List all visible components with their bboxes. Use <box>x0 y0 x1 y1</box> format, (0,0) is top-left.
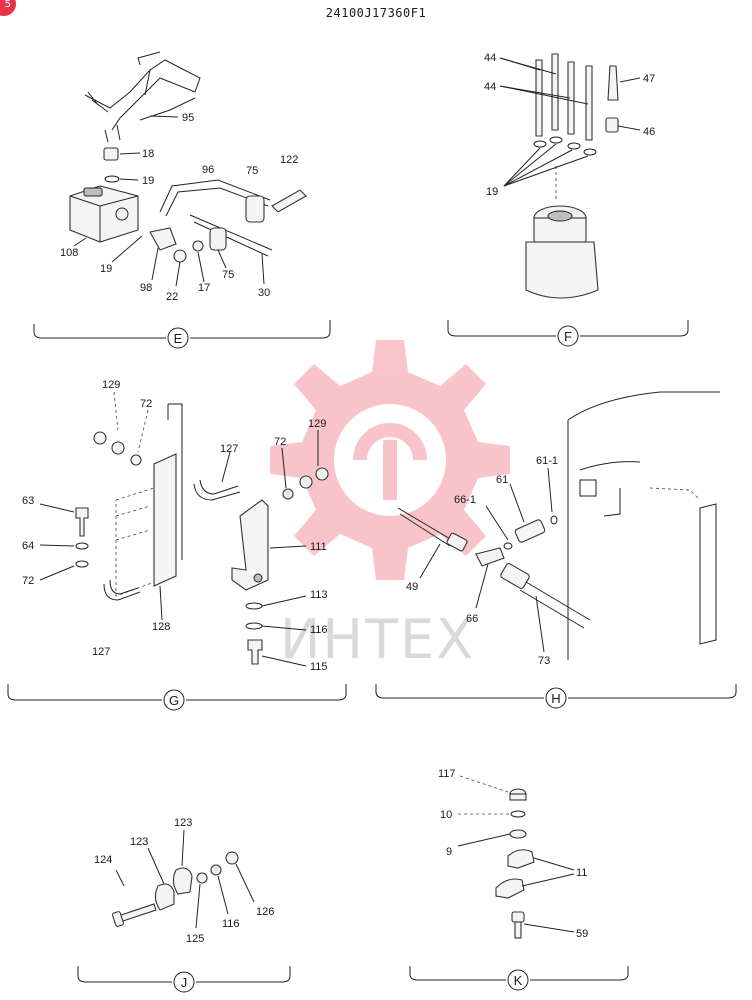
callout-label: 122 <box>280 154 298 166</box>
callout-label: 22 <box>166 291 178 303</box>
callout-label: 72 <box>22 575 34 587</box>
watermark-text: ИНТЕХ <box>280 608 475 671</box>
watermark-gear-logo <box>270 340 510 580</box>
callout-label: 116 <box>222 918 240 930</box>
callout-label: 9 <box>446 846 452 858</box>
section-label-k: K <box>514 973 523 988</box>
callout-label: 128 <box>152 621 170 633</box>
callout-label: 66-1 <box>454 494 476 506</box>
section-j-bracket: J <box>77 966 291 993</box>
callout-label: 96 <box>202 164 214 176</box>
callout-label: 95 <box>182 112 194 124</box>
section-f-bracket: F <box>447 320 689 347</box>
callout-label: 64 <box>22 540 34 552</box>
section-g-drawing <box>39 391 329 667</box>
callout-label: 19 <box>142 175 154 187</box>
callout-label: 49 <box>406 581 418 593</box>
callout-label: 72 <box>140 398 152 410</box>
section-label-g: G <box>169 693 179 708</box>
callout-label: 111 <box>310 541 327 553</box>
section-k-drawing <box>457 775 575 939</box>
callout-label: 98 <box>140 282 152 294</box>
callout-label: 115 <box>310 661 328 673</box>
callout-label: 19 <box>100 263 112 275</box>
callout-label: 19 <box>486 186 498 198</box>
callout-label: 63 <box>22 495 34 507</box>
callout-label: 116 <box>310 624 328 636</box>
callout-label: 66 <box>466 613 478 625</box>
callout-label: 108 <box>60 247 78 259</box>
callout-label: 46 <box>643 126 655 138</box>
section-label-f: F <box>564 329 572 344</box>
callout-label: 72 <box>274 436 286 448</box>
section-k-callouts: 117 10 9 11 59 <box>438 768 588 940</box>
callout-label: 125 <box>186 933 204 945</box>
section-label-e: E <box>174 331 183 346</box>
callout-label: 117 <box>438 768 456 780</box>
corner-badge: 5 <box>0 0 16 16</box>
callout-label: 127 <box>220 443 238 455</box>
section-e-drawing <box>69 51 307 287</box>
callout-label: 59 <box>576 928 588 940</box>
callout-label: 123 <box>130 836 148 848</box>
section-f-drawing <box>499 53 641 299</box>
callout-label: 10 <box>440 809 452 821</box>
document-code: 24100J17360F1 <box>325 6 427 20</box>
section-h-bracket: H <box>375 684 737 709</box>
section-g-callouts: 129 72 127 72 129 63 64 72 111 113 128 1… <box>22 379 328 673</box>
section-f-callouts: 44 44 47 46 19 <box>484 52 655 198</box>
callout-label: 47 <box>643 73 655 85</box>
section-j-callouts: 123 123 124 125 116 126 <box>94 817 274 945</box>
section-j-drawing <box>112 829 255 929</box>
section-e-callouts: 95 18 19 96 75 122 108 19 98 22 17 75 30 <box>60 112 298 303</box>
section-label-j: J <box>181 975 188 990</box>
callout-label: 126 <box>256 906 274 918</box>
callout-label: 44 <box>484 52 496 64</box>
callout-label: 18 <box>142 148 154 160</box>
section-g-bracket: G <box>7 684 347 711</box>
callout-label: 73 <box>538 655 550 667</box>
callout-label: 11 <box>576 867 587 879</box>
callout-label: 127 <box>92 646 110 658</box>
section-k-bracket: K <box>409 966 629 991</box>
section-e-bracket: E <box>33 320 331 349</box>
callout-label: 44 <box>484 81 496 93</box>
section-h-drawing <box>397 391 720 660</box>
callout-label: 129 <box>308 418 326 430</box>
callout-label: 17 <box>198 282 210 294</box>
callout-label: 30 <box>258 287 270 299</box>
callout-label: 129 <box>102 379 120 391</box>
section-h-callouts: 61-1 66-1 61 49 66 73 <box>406 455 558 667</box>
callout-label: 61-1 <box>536 455 558 467</box>
callout-label: 123 <box>174 817 192 829</box>
section-label-h: H <box>551 691 560 706</box>
callout-label: 75 <box>222 269 234 281</box>
callout-label: 61 <box>496 474 508 486</box>
callout-label: 124 <box>94 854 112 866</box>
callout-label: 75 <box>246 165 258 177</box>
callout-label: 113 <box>310 589 328 601</box>
